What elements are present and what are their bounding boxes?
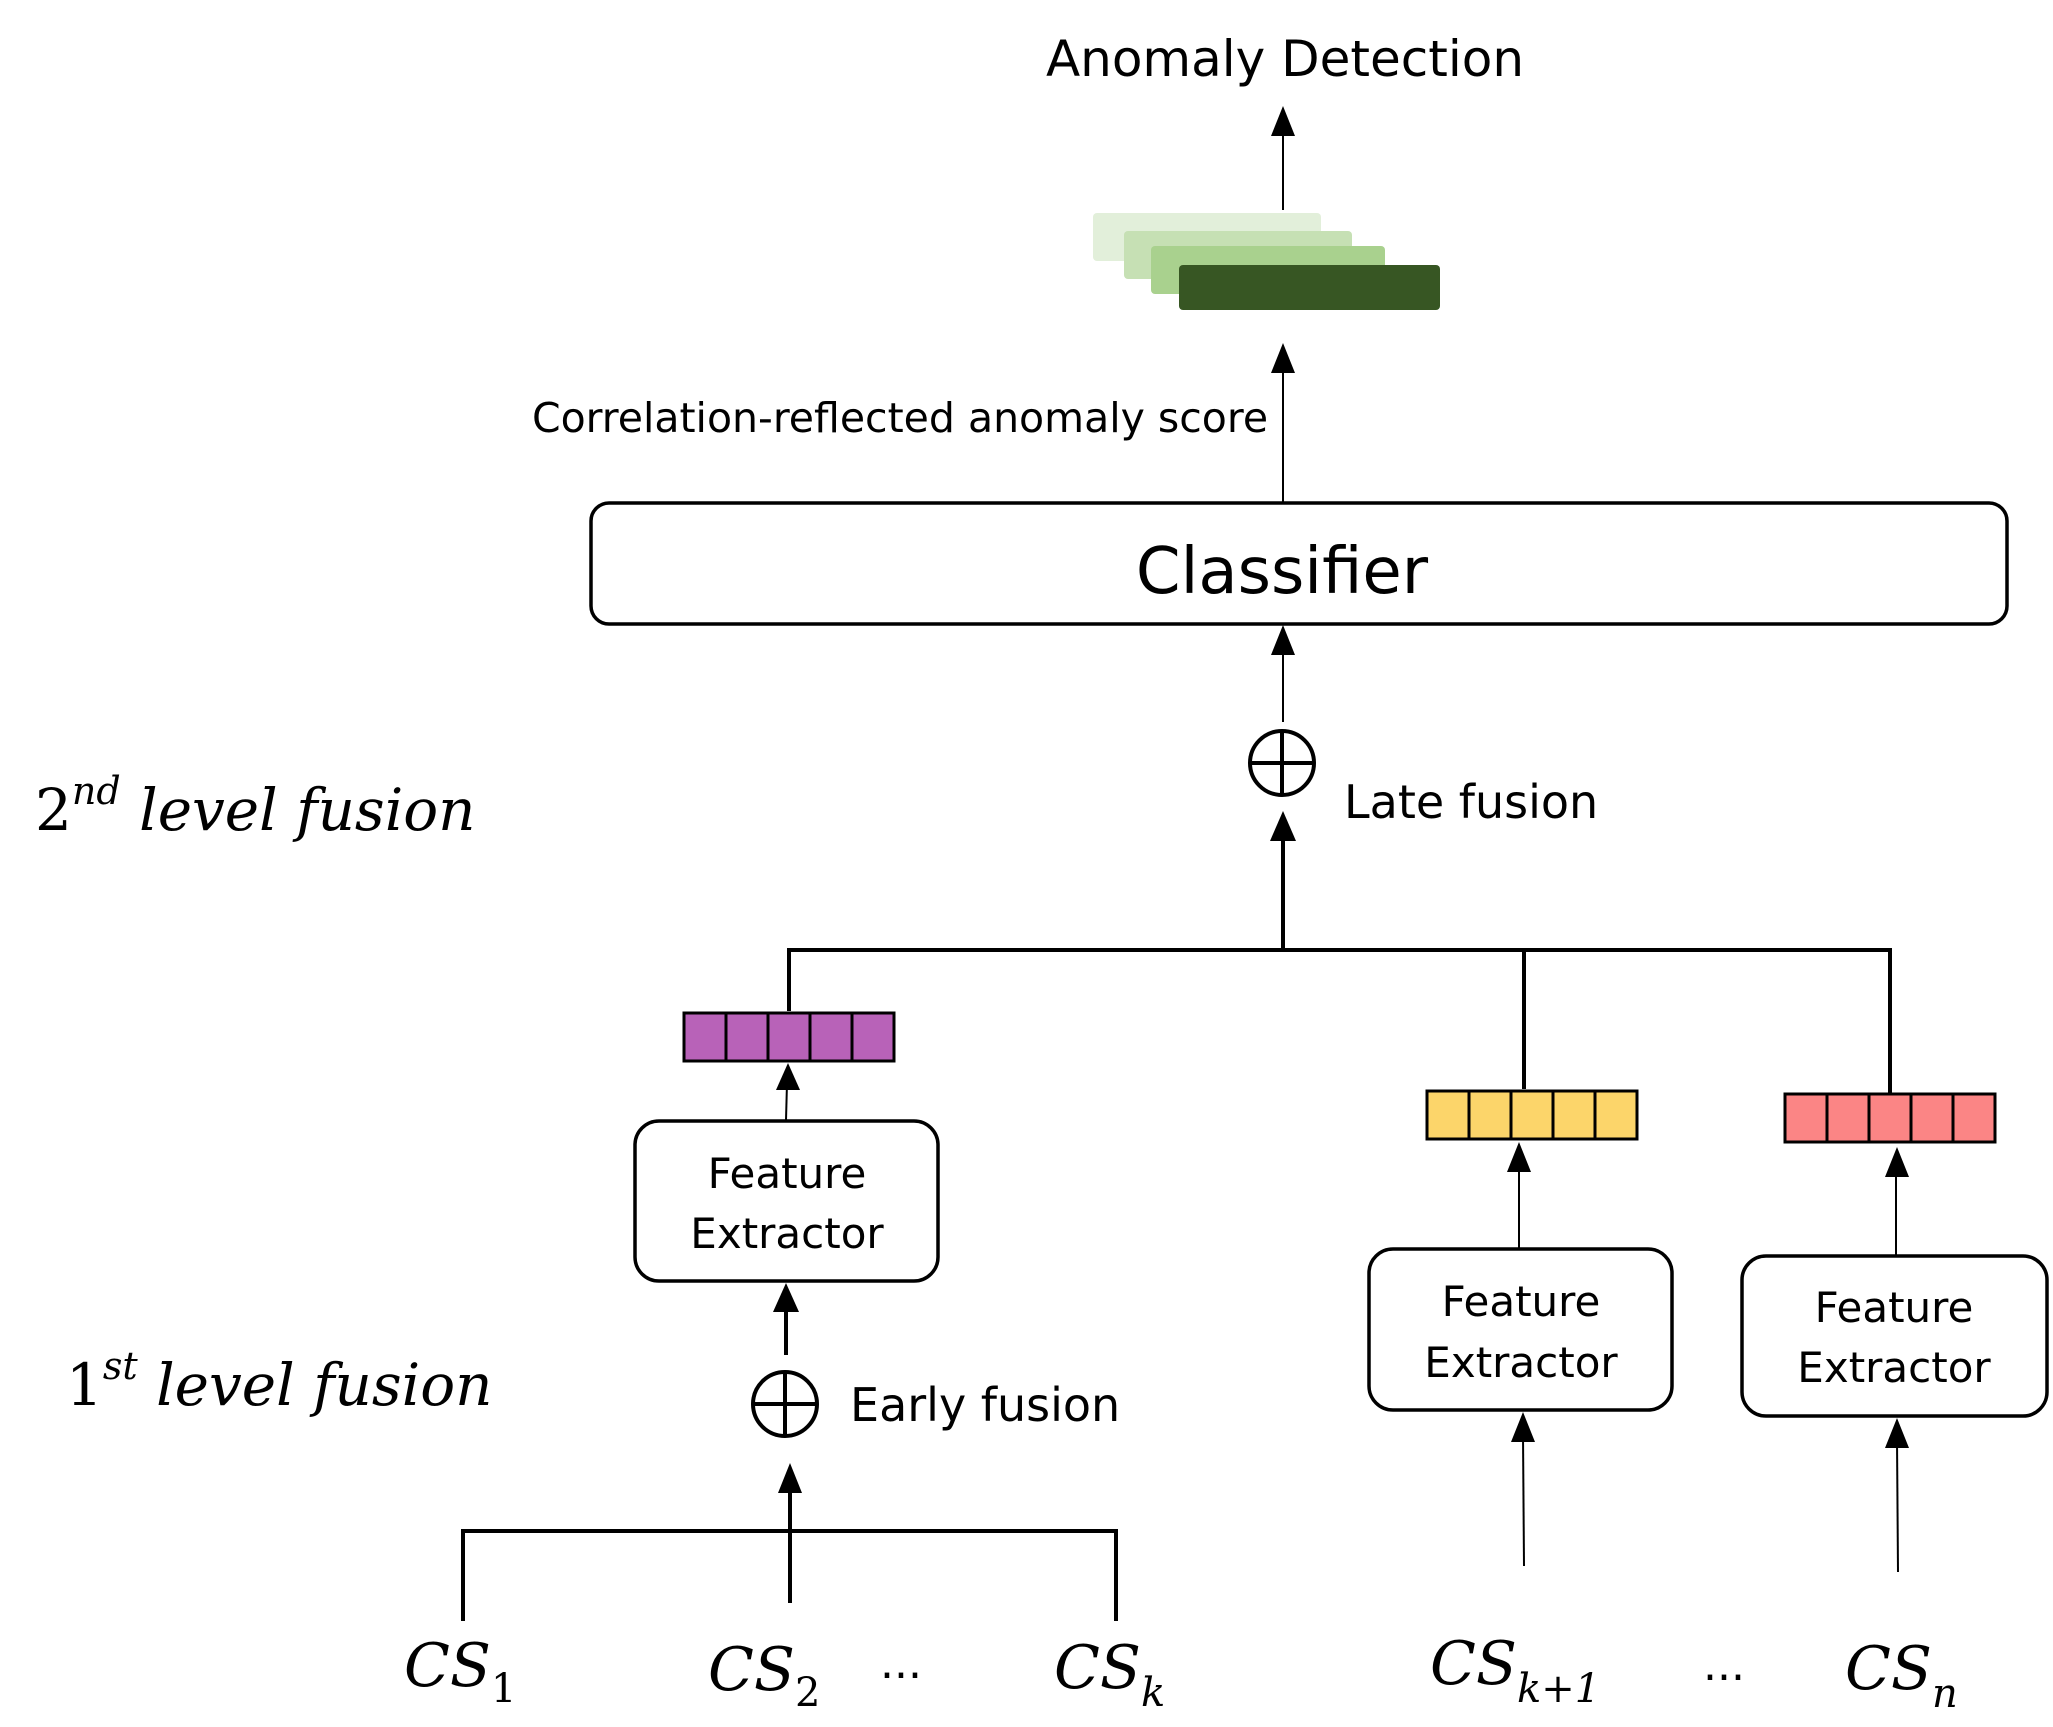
diagram-title: Anomaly Detection <box>1046 30 1524 88</box>
arrowhead <box>1885 1418 1909 1448</box>
vector-cell <box>1783 1092 1829 1144</box>
feature-extractor-line1: Feature <box>1442 1277 1601 1326</box>
feature-extractor-line2: Extractor <box>690 1209 884 1258</box>
arrowhead <box>1885 1147 1909 1177</box>
ellipsis-left: ... <box>880 1638 922 1689</box>
feature-extractor-line1: Feature <box>708 1149 867 1198</box>
feature-extractor-line1: Feature <box>1815 1283 1974 1332</box>
arrow-input-k1-to-extractor <box>1522 1434 1525 1567</box>
vector-cell <box>1425 1089 1471 1141</box>
vector-cell <box>766 1011 812 1063</box>
ellipsis-right: ... <box>1703 1640 1745 1691</box>
score-layer-4 <box>1179 265 1440 310</box>
vector-cell <box>1909 1092 1955 1144</box>
vector-cell <box>724 1011 770 1063</box>
arrowhead-title <box>1271 106 1295 136</box>
feature-vector-red <box>1783 1092 1997 1144</box>
vector-cell <box>1551 1089 1597 1141</box>
arrowhead-score <box>1271 343 1295 373</box>
feature-extractor-box-2 <box>1367 1247 1674 1412</box>
input-cs-k1: CSk+1 <box>1430 1629 1600 1712</box>
early-fusion-oplus-icon <box>751 1370 819 1438</box>
arrowhead <box>776 1063 800 1090</box>
merge-connector-main <box>787 948 1892 1093</box>
vector-cell <box>682 1011 728 1063</box>
late-fusion-oplus-icon <box>1248 729 1316 797</box>
score-label: Correlation-reflected anomaly score <box>532 394 1268 442</box>
input-cs-1: CS1 <box>404 1631 516 1712</box>
arrowhead <box>778 1463 802 1493</box>
arrowhead-late <box>1270 811 1296 841</box>
arrowhead-classifier <box>1271 625 1295 655</box>
input-cs-2: CS2 <box>708 1635 820 1716</box>
feature-vector-purple <box>682 1011 896 1063</box>
second-level-fusion-label: 2nd level fusion <box>35 769 476 844</box>
feature-extractor-box-1 <box>633 1119 940 1283</box>
feature-vector-yellow <box>1425 1089 1639 1141</box>
vector-cell <box>1951 1092 1997 1144</box>
classifier-label: Classifier <box>1136 535 1429 609</box>
input-cs-k: CSk <box>1054 1633 1165 1716</box>
feature-extractor-box-3 <box>1740 1254 2049 1418</box>
vector-cell <box>1593 1089 1639 1141</box>
arrow-input-n-to-extractor <box>1896 1439 1899 1573</box>
vector-cell <box>1467 1089 1513 1141</box>
vector-cell <box>1825 1092 1871 1144</box>
arrowhead <box>1507 1142 1531 1172</box>
arrowhead <box>1511 1412 1535 1442</box>
vector-cell <box>1867 1092 1913 1144</box>
anomaly-score-bars <box>1093 213 1440 310</box>
classifier-box <box>589 501 2009 626</box>
feature-extractor-line2: Extractor <box>1797 1343 1991 1392</box>
arrowhead <box>773 1283 799 1312</box>
vector-cell <box>808 1011 854 1063</box>
vector-cell <box>850 1011 896 1063</box>
vector-cell <box>1509 1089 1555 1141</box>
late-fusion-label: Late fusion <box>1344 775 1598 829</box>
early-fusion-label: Early fusion <box>850 1378 1120 1432</box>
feature-extractor-line2: Extractor <box>1424 1338 1618 1387</box>
input-cs-n: CSn <box>1845 1634 1958 1717</box>
first-level-fusion-label: 1st level fusion <box>66 1344 492 1419</box>
